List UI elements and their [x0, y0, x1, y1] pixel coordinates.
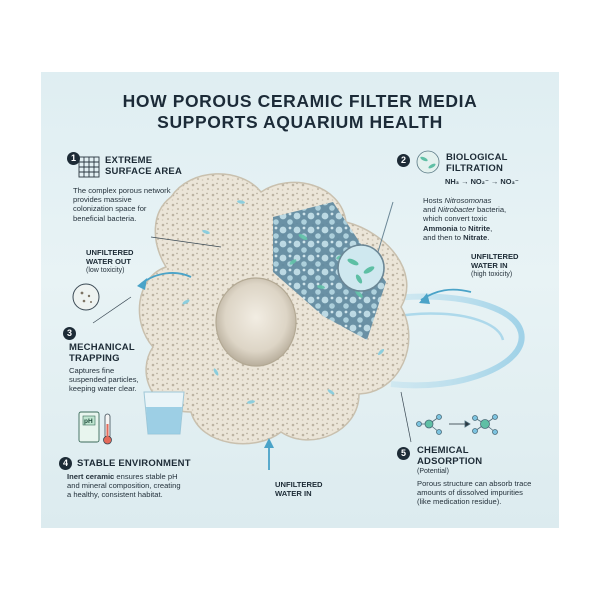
water-in-right-label: UNFILTERED WATER IN [471, 252, 519, 270]
section-2-heading-line-1: BIOLOGICAL [446, 152, 508, 163]
section-3-heading-line-2: TRAPPING [69, 353, 120, 364]
ceramic-illustration: pH [72, 150, 525, 470]
section-1-body-line-1: The complex porous network [73, 186, 171, 195]
section-1-body-line-4: beneficial bacteria. [73, 213, 137, 223]
section-2-body-line-5: and then to Nitrate. [423, 232, 490, 242]
poster-title: HOW POROUS CERAMIC FILTER MEDIA SUPPORTS… [41, 91, 559, 133]
section-3-body-line-1: Captures fine [69, 366, 115, 375]
section-2-heading-line-2: FILTRATION [446, 163, 504, 174]
section-4-body-line-1: Inert ceramic ensures stable pH [67, 472, 178, 481]
section-2-body-line-4: Ammonia to Nitrite, [423, 223, 493, 233]
section-3-body-line-2: suspended particles, [69, 375, 139, 385]
section-1-body: The complex porous network provides mass… [73, 186, 171, 223]
magnifier-icon [72, 283, 100, 311]
central-hole [215, 277, 297, 367]
section-3-body-line-3: keeping water clear. [69, 384, 137, 394]
section-2-body-line-1: Hosts Nitrosomonas [423, 196, 492, 205]
infographic-poster: pH HOW POROUS CERAMIC FILTER MEDIA SUPPO… [41, 72, 559, 528]
section-1-body-line-3: colonization space for [73, 204, 147, 214]
section-5-body-line-3: (like medication residue). [417, 497, 502, 507]
section-4-body: Inert ceramic ensures stable pH and mine… [67, 472, 181, 500]
section-5-body-line-2: amounts of dissolved impurities [417, 488, 523, 498]
water-in-right-line-1: UNFILTERED [471, 252, 519, 261]
bacteria-icon [416, 150, 440, 174]
title-line-2: SUPPORTS AQUARIUM HEALTH [157, 112, 443, 132]
section-5-number: 5 [397, 447, 410, 460]
section-2-number: 2 [397, 154, 410, 167]
water-out-line-1: UNFILTERED [86, 248, 134, 257]
section-5-body-line-1: Porous structure can absorb trace [417, 479, 532, 488]
water-glass-icon [143, 391, 185, 435]
section-5-heading-sub: (Potential) [417, 468, 449, 475]
nitrogen-equation: NH₃ → NO₂⁻ → NO₃⁻ [445, 177, 519, 186]
thermometer-icon [103, 413, 112, 445]
section-4-number: 4 [59, 457, 72, 470]
section-5-heading-line-2: ADSORPTION [417, 456, 483, 467]
water-in-bottom-line-2: WATER IN [275, 489, 312, 498]
section-4-heading: STABLE ENVIRONMENT [77, 458, 191, 469]
section-5-heading: CHEMICAL ADSORPTION [417, 445, 482, 467]
section-1-heading: EXTREME SURFACE AREA [105, 155, 182, 177]
section-3-heading: MECHANICAL TRAPPING [69, 342, 135, 364]
title-line-1: HOW POROUS CERAMIC FILTER MEDIA [122, 91, 478, 111]
section-2-body-line-3: which convert toxic [423, 214, 488, 224]
section-1-heading-line-1: EXTREME [105, 155, 153, 166]
section-4-body-line-2: and mineral composition, creating [67, 481, 181, 491]
water-in-bottom-line-1: UNFILTERED [275, 480, 323, 489]
section-2-body-line-2: and Nitrobacter bacteria, [423, 205, 507, 215]
section-3-number: 3 [63, 327, 76, 340]
ph-label: pH [84, 418, 93, 425]
section-3-heading-line-1: MECHANICAL [69, 342, 135, 353]
section-1-number: 1 [67, 152, 80, 165]
water-in-bottom-label: UNFILTERED WATER IN [275, 480, 323, 498]
section-1-heading-line-2: SURFACE AREA [105, 166, 182, 177]
section-4-body-line-3: a healthy, consistent habitat. [67, 490, 163, 500]
molecule-icon [416, 414, 498, 435]
water-in-right-line-2: WATER IN [471, 261, 508, 270]
water-out-line-2: WATER OUT [86, 257, 131, 266]
section-5-body: Porous structure can absorb trace amount… [417, 479, 531, 507]
water-out-sub: (low toxicity) [86, 267, 125, 274]
section-2-body: Hosts Nitrosomonas and Nitrobacter bacte… [423, 196, 506, 242]
section-3-body: Captures fine suspended particles, keepi… [69, 366, 139, 394]
section-2-heading: BIOLOGICAL FILTRATION [446, 152, 508, 174]
grid-icon [78, 156, 100, 178]
water-out-label: UNFILTERED WATER OUT [86, 248, 134, 266]
section-1-body-line-2: provides massive [73, 195, 132, 205]
water-in-right-sub: (high toxicity) [471, 271, 513, 278]
ph-meter-icon: pH [78, 411, 100, 443]
section-5-heading-line-1: CHEMICAL [417, 445, 469, 456]
